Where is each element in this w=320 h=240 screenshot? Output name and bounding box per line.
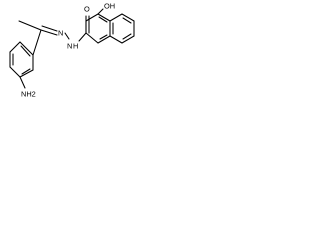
ring-a-double-2 (21, 68, 31, 75)
ring-c-bond-1 (109, 35, 123, 44)
hydrazone-n-label: N (58, 29, 63, 38)
ring-a-bond-6 (19, 41, 34, 56)
carbonyl-o-label: O (84, 5, 90, 14)
ring-b-bond-4 (97, 13, 111, 22)
ring-a-double-3 (20, 45, 31, 57)
amide-n-label: N (67, 42, 72, 51)
ring-b-bond-5 (85, 13, 99, 22)
n-carbonyl-bond (78, 32, 87, 42)
ring-b-double-1 (99, 34, 108, 40)
ring-c-bond-5 (109, 13, 123, 22)
ring-to-c-bond (32, 29, 42, 56)
ring-b-double-2 (98, 16, 108, 23)
ring-b-bond-1 (85, 32, 99, 44)
amine-bond (19, 76, 26, 89)
ring-a-bond-4 (19, 69, 34, 78)
hydroxyl-bond (97, 8, 104, 15)
amino-label: NH2 (21, 90, 36, 99)
ring-a-bond-1 (9, 41, 21, 53)
ring-a-bond-3 (9, 66, 21, 78)
c-n-double-1 (40, 29, 58, 36)
aminophenyl-ring (9, 41, 34, 78)
ring-c-double-2 (122, 17, 132, 24)
hydroxyl-label: OH (104, 2, 115, 11)
ring-c-bond-4 (121, 13, 135, 22)
amide-h-label: H (73, 42, 78, 51)
c-n-double-2 (41, 25, 58, 32)
ring-c-bond-2 (121, 35, 135, 44)
methyl-bond (18, 20, 42, 31)
n-n-bond (64, 32, 70, 40)
chemical-structure-diagram: NH2 N N H O OH (9, 2, 135, 99)
naphthalene-rings (85, 13, 135, 44)
ring-b-bond-2 (97, 35, 111, 44)
ring-c-double-1 (122, 33, 132, 40)
